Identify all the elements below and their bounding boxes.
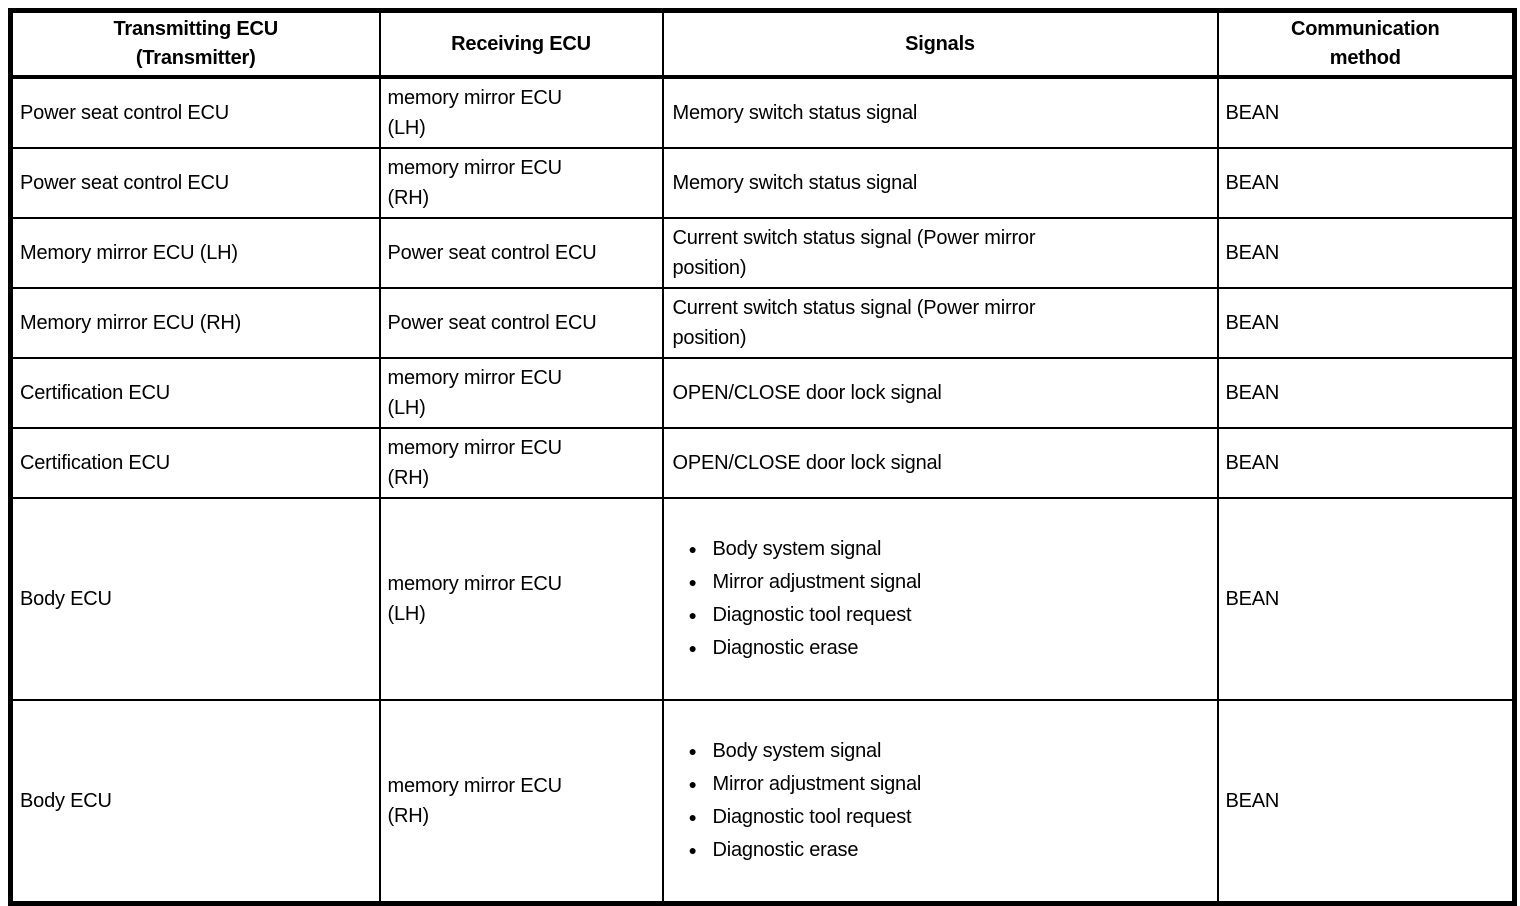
cell-signals: ● Body system signal ● Mirror adjustment si… [661, 497, 1219, 701]
signal-list-item: ● Mirror adjustment signal [683, 768, 1211, 801]
signal-list-item: ● Diagnostic tool request [683, 801, 1211, 834]
signal-label: Diagnostic tool request [712, 604, 912, 626]
cell-transmitting-ecu: Power seat control ECU [9, 76, 381, 149]
table-row: Power seat control ECU memory mirror ECU… [9, 76, 1516, 149]
header-cell-receiving-ecu: Receiving ECU [378, 9, 664, 79]
cell-signals: OPEN/CLOSE door lock signal [661, 357, 1219, 429]
signal-label: Diagnostic erase [712, 637, 859, 659]
cell-receiving-ecu: memory mirror ECU (RH) [378, 147, 664, 219]
cell-transmitting-ecu: Body ECU [9, 497, 381, 701]
signal-list-item: ● Diagnostic erase [683, 632, 1211, 665]
cell-communication-method: BEAN [1216, 427, 1516, 499]
signal-label: Diagnostic erase [712, 839, 859, 861]
header-cell-transmitting-ecu: Transmitting ECU (Transmitter) [9, 9, 381, 79]
cell-signals: Memory switch status signal [661, 76, 1219, 149]
cell-receiving-ecu: memory mirror ECU (LH) [378, 76, 664, 149]
signal-list-item: ● Diagnostic erase [683, 834, 1211, 867]
cell-communication-method: BEAN [1216, 76, 1516, 149]
ecu-signals-table: Transmitting ECU (Transmitter) Receiving… [8, 8, 1517, 906]
bullet-icon: ● [688, 743, 697, 759]
cell-receiving-ecu: memory mirror ECU (LH) [378, 497, 664, 701]
cell-receiving-ecu: Power seat control ECU [378, 217, 664, 289]
cell-transmitting-ecu: Memory mirror ECU (LH) [9, 217, 381, 289]
header-cell-signals: Signals [661, 9, 1219, 79]
cell-receiving-ecu: memory mirror ECU (RH) [378, 427, 664, 499]
table-header-row: Transmitting ECU (Transmitter) Receiving… [9, 9, 1516, 79]
signal-label: Diagnostic tool request [712, 806, 912, 828]
table-row: Body ECU memory mirror ECU (LH) ● Body sy… [9, 497, 1516, 701]
cell-transmitting-ecu: Memory mirror ECU (RH) [9, 287, 381, 359]
bullet-icon: ● [688, 640, 697, 656]
cell-transmitting-ecu: Certification ECU [9, 427, 381, 499]
signal-label: Mirror adjustment signal [712, 571, 922, 593]
cell-signals: Memory switch status signal [661, 147, 1219, 219]
signal-list-item: ● Body system signal [683, 533, 1211, 566]
signal-label: Mirror adjustment signal [712, 773, 922, 795]
table-row: Memory mirror ECU (RH) Power seat contro… [9, 287, 1516, 359]
cell-receiving-ecu: memory mirror ECU (LH) [378, 357, 664, 429]
cell-receiving-ecu: Power seat control ECU [378, 287, 664, 359]
document-page: Transmitting ECU (Transmitter) Receiving… [8, 8, 1517, 906]
cell-transmitting-ecu: Certification ECU [9, 357, 381, 429]
table-row: Memory mirror ECU (LH) Power seat contro… [9, 217, 1516, 289]
signal-bullet-list: ● Body system signal ● Mirror adjustment si… [673, 533, 1211, 665]
bullet-icon: ● [688, 574, 697, 590]
cell-signals: Current switch status signal (Power mirr… [661, 287, 1219, 359]
signal-label: Body system signal [712, 538, 882, 560]
header-cell-communication-method: Communication method [1216, 9, 1516, 79]
cell-signals: OPEN/CLOSE door lock signal [661, 427, 1219, 499]
cell-transmitting-ecu: Power seat control ECU [9, 147, 381, 219]
bullet-icon: ● [688, 776, 697, 792]
table-row: Certification ECU memory mirror ECU (RH)… [9, 427, 1516, 499]
table-row: Certification ECU memory mirror ECU (LH)… [9, 357, 1516, 429]
cell-communication-method: BEAN [1216, 357, 1516, 429]
cell-communication-method: BEAN [1216, 217, 1516, 289]
signal-list-item: ● Diagnostic tool request [683, 599, 1211, 632]
bullet-icon: ● [688, 809, 697, 825]
bullet-icon: ● [688, 842, 697, 858]
cell-communication-method: BEAN [1216, 497, 1516, 701]
signal-list-item: ● Mirror adjustment signal [683, 566, 1211, 599]
bullet-icon: ● [688, 541, 697, 557]
cell-signals: Current switch status signal (Power mirr… [661, 217, 1219, 289]
signal-bullet-list: ● Body system signal ● Mirror adjustment si… [673, 735, 1211, 867]
signal-list-item: ● Body system signal [683, 735, 1211, 768]
table-row: Power seat control ECU memory mirror ECU… [9, 147, 1516, 219]
bullet-icon: ● [688, 607, 697, 623]
cell-communication-method: BEAN [1216, 147, 1516, 219]
signal-label: Body system signal [712, 740, 882, 762]
cell-communication-method: BEAN [1216, 287, 1516, 359]
